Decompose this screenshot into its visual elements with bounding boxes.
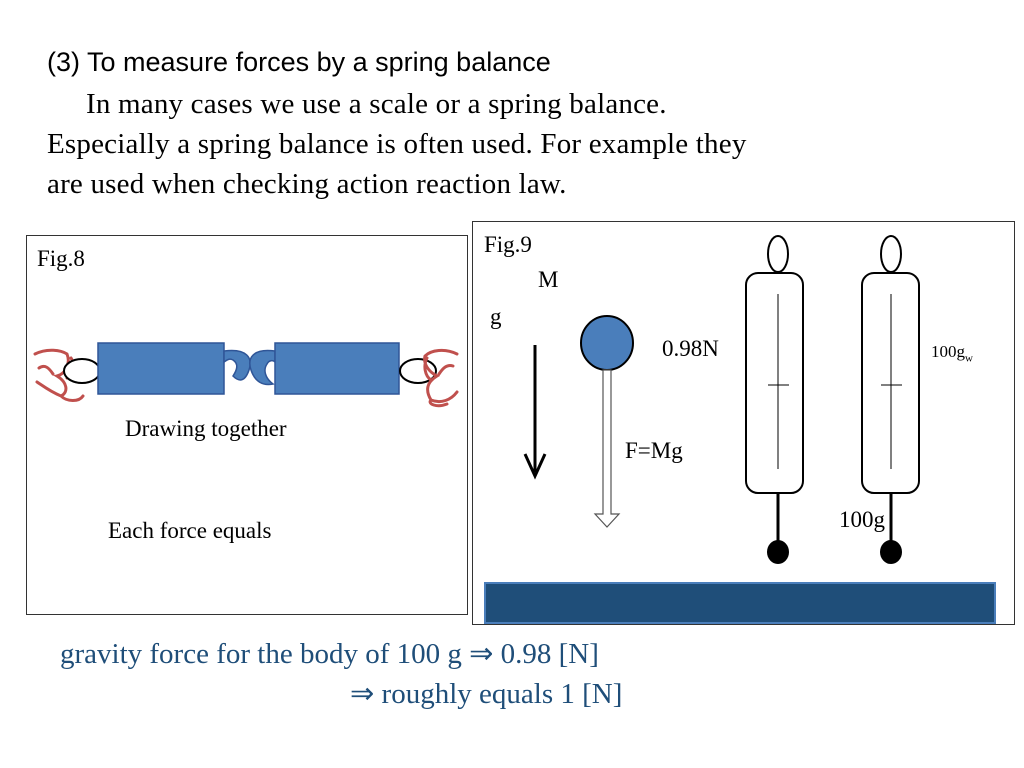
figure-8-caption-force: Each force equals: [108, 518, 272, 543]
left-hook: [223, 349, 251, 381]
left-ring: [63, 358, 101, 384]
left-spring-balance-block: [97, 342, 225, 395]
mass-label-g: g: [490, 304, 502, 329]
figure-8-panel: Fig.8 Drawing together Each force equals: [26, 235, 468, 615]
figure-9-drawing: [484, 235, 996, 624]
conclusion-line-1: gravity force for the body of 100 g ⇒ 0.…: [60, 638, 599, 670]
right-balance-top-ring: [880, 235, 902, 273]
right-hook: [249, 349, 276, 386]
paragraph-line-1: In many cases we use a scale or a spring…: [86, 88, 667, 120]
left-weight: [767, 540, 789, 564]
conclusion-line-2: ⇒ roughly equals 1 [N]: [350, 678, 623, 710]
left-balance-reading: 0.98N: [662, 336, 719, 361]
right-hand-icon: [423, 348, 459, 408]
weight-label: 100g: [839, 507, 885, 532]
force-arrow-outline: [593, 369, 621, 528]
figure-8-label: Fig.8: [37, 246, 85, 271]
figure-8-drawing: [33, 342, 459, 408]
section-heading: (3) To measure forces by a spring balanc…: [47, 47, 551, 77]
figure-9-label: Fig.9: [484, 232, 532, 257]
figure-8-caption-drawing: Drawing together: [125, 416, 287, 441]
right-balance-reading-value: 100g: [931, 342, 965, 361]
mass-label-m: M: [538, 267, 559, 292]
figure-9-panel: Fig.9 M g 0.98N 100gw F=Mg 100g: [472, 221, 1015, 625]
left-balance-top-ring: [767, 235, 789, 273]
ground-bar: [484, 582, 996, 624]
left-balance-body: [745, 272, 804, 494]
right-spring-balance-block: [274, 342, 400, 395]
gravity-arrow-head: [523, 453, 547, 480]
right-weight: [880, 540, 902, 564]
right-balance-reading-subscript: w: [965, 352, 973, 365]
mass-ball: [580, 315, 634, 371]
paragraph-line-2: Especially a spring balance is often use…: [47, 128, 747, 160]
paragraph-line-3: are used when checking action reaction l…: [47, 168, 567, 200]
force-label: F=Mg: [625, 438, 683, 463]
left-hand-icon: [33, 348, 85, 402]
right-balance-reading: 100gw: [931, 342, 973, 364]
